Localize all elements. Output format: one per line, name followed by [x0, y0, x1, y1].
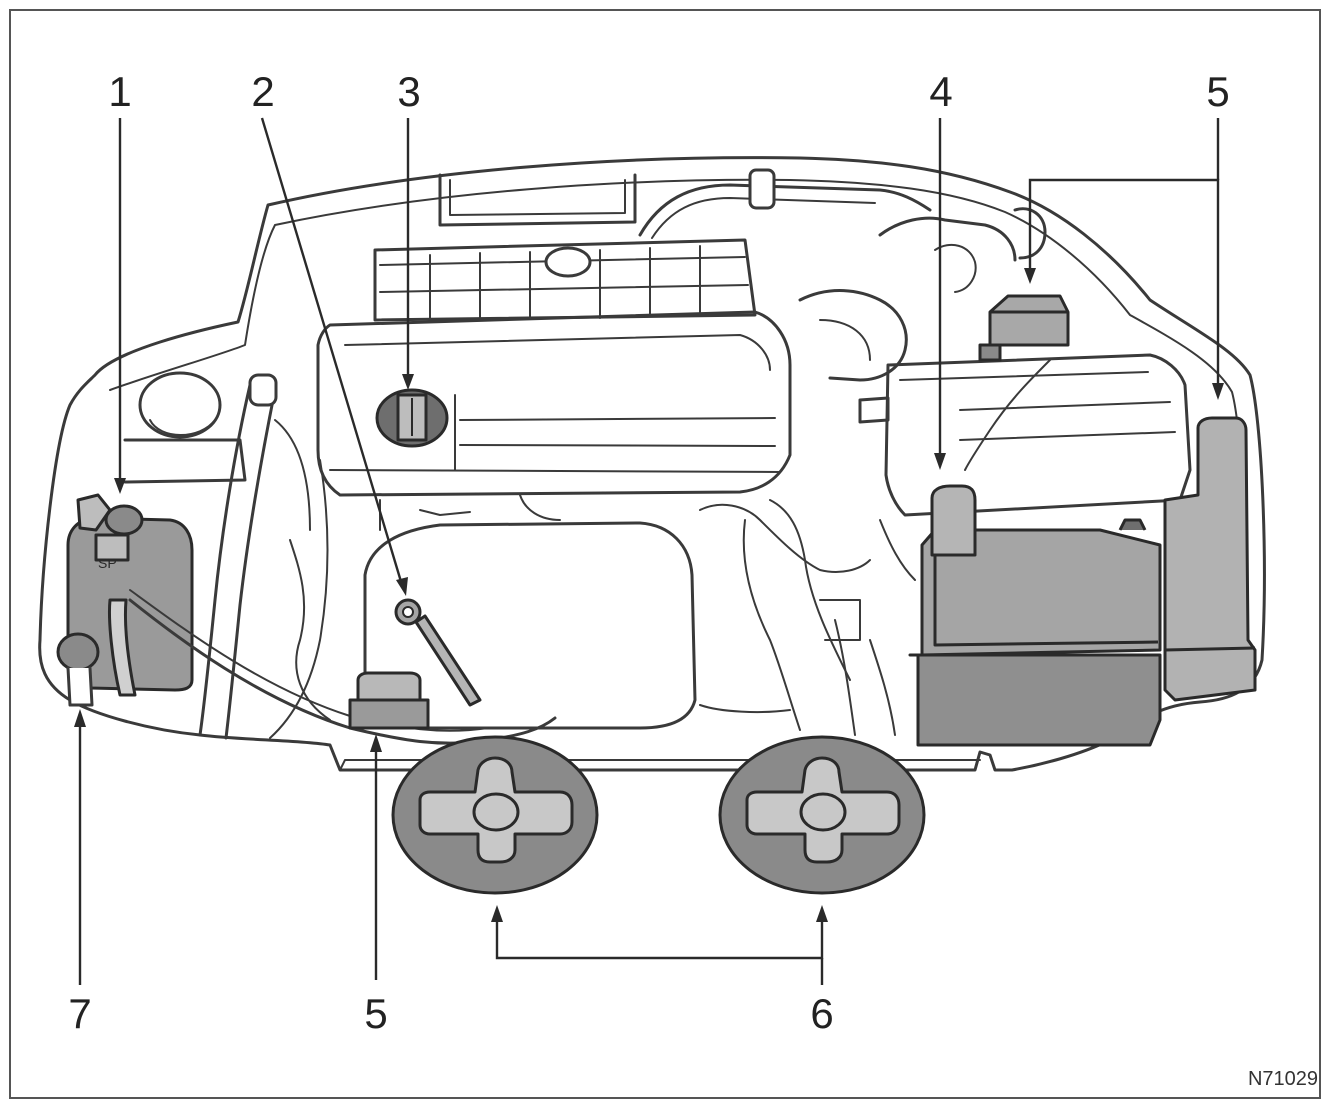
callout-7: 7: [68, 990, 91, 1037]
relay-box-upper: [978, 294, 1070, 362]
wheel-right: [718, 735, 926, 895]
svg-text:SP: SP: [98, 555, 117, 571]
callout-5-bottom: 5: [364, 990, 387, 1037]
callout-4: 4: [929, 68, 952, 115]
washer-fluid-tank: SP: [66, 493, 557, 745]
wheel-left: [391, 735, 599, 895]
battery: [908, 484, 1162, 747]
oil-filler-cap: [375, 388, 449, 448]
callout-6: 6: [810, 990, 833, 1037]
callout-5-top: 5: [1206, 68, 1229, 115]
left-hoses: [198, 373, 329, 740]
radiator-support: [438, 168, 932, 239]
callout-2: 2: [251, 68, 274, 115]
figure-code: N71029: [1248, 1068, 1318, 1090]
fuse-box-lower: [348, 671, 430, 730]
oil-dipstick: [394, 598, 482, 707]
coolant-reservoir-area: [123, 371, 247, 484]
brake-fluid-reservoir: [56, 632, 100, 707]
callout-1: 1: [108, 68, 131, 115]
callout-3: 3: [397, 68, 420, 115]
engine-block: [316, 238, 792, 497]
air-cleaner: [858, 353, 1192, 517]
fuse-box-main: [1163, 416, 1257, 702]
leader-lines: [74, 117, 1224, 985]
